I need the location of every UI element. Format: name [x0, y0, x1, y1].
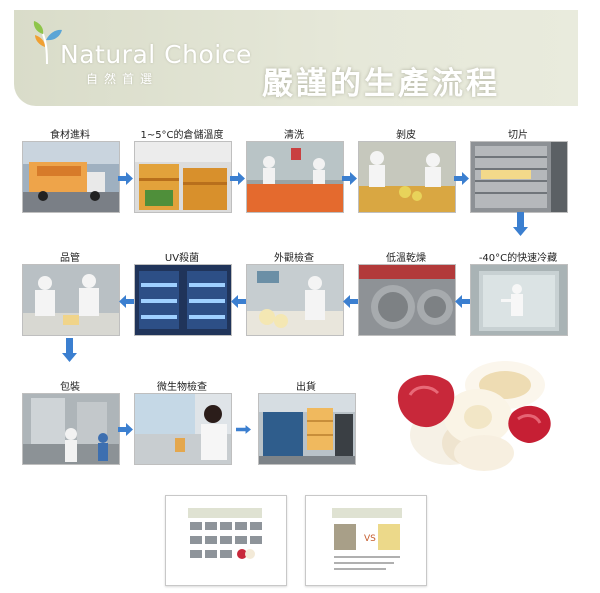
step-label: -40°C的快速冷藏 [478, 253, 558, 264]
arrow-down-icon [62, 338, 77, 362]
arrow-left-icon [119, 295, 134, 308]
brand-name: Natural Choice [60, 40, 252, 69]
brand-subtitle: 自然首選 [86, 72, 159, 86]
step-photo-slicing [470, 141, 568, 213]
arrow-right-icon [118, 172, 133, 185]
arrow-right-icon [454, 172, 469, 185]
step-photo-washing [246, 141, 344, 213]
step-photo-trucks [22, 141, 120, 213]
step-label: 剝皮 [396, 130, 416, 141]
step-photo-packaging [22, 393, 120, 465]
step-label: 品管 [60, 253, 80, 264]
freeze-dried-fruit-image [397, 361, 551, 471]
step-label: 食材進料 [50, 130, 90, 141]
page-title: 嚴謹的生產流程 [262, 66, 500, 102]
step-photo-uv [134, 264, 232, 336]
step-label: 1~5°C的倉儲溫度 [140, 130, 224, 141]
step-photo-dryer [358, 264, 456, 336]
arrow-right-icon [236, 425, 251, 434]
thumb-vs-text: VS [364, 534, 376, 544]
step-label: 包裝 [60, 382, 80, 393]
header-banner [14, 10, 578, 106]
step-label: 清洗 [284, 130, 304, 141]
step-photo-peeling [358, 141, 456, 213]
arrow-left-icon [343, 295, 358, 308]
arrow-left-icon [231, 295, 246, 308]
step-label: 外觀檢查 [274, 253, 314, 264]
arrow-right-icon [118, 423, 133, 436]
thumbnail-process-chart[interactable] [165, 495, 287, 586]
step-photo-storage [134, 141, 232, 213]
step-photo-qc [22, 264, 120, 336]
leaf-logo-icon [33, 21, 62, 64]
step-photo-freezer [470, 264, 568, 336]
arrow-down-icon [513, 212, 528, 236]
arrow-right-icon [342, 172, 357, 185]
thumbnail-comparison[interactable]: VS [305, 495, 427, 586]
step-label: 低溫乾燥 [386, 253, 426, 264]
step-label: 切片 [508, 130, 528, 141]
arrow-left-icon [455, 295, 470, 308]
step-photo-lab [134, 393, 232, 465]
step-label: UV殺菌 [164, 253, 200, 264]
step-label: 出貨 [296, 382, 316, 393]
step-photo-shipping [258, 393, 356, 465]
step-photo-inspection [246, 264, 344, 336]
arrow-right-icon [230, 172, 245, 185]
step-label: 微生物檢查 [157, 382, 207, 393]
